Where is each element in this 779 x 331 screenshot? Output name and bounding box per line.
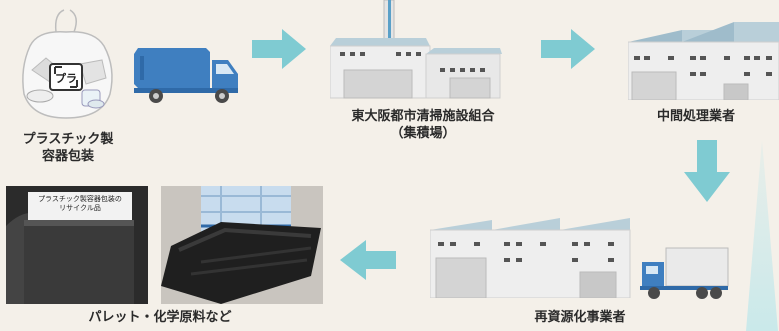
intermediate-label: 中間処理業者 (656, 109, 735, 124)
photo-caption-line2: リサイクル品 (59, 204, 101, 212)
facility-label-line1: 東大阪都市清掃施設組合 (351, 109, 495, 124)
recycler-label: 再資源化事業者 (534, 310, 626, 325)
intermediate-processor-building (628, 22, 779, 100)
recycled-sheet-photo: プラスチック製容器包装の リサイクル品 (6, 186, 148, 304)
bag-label-line2: 容器包装 (41, 149, 94, 164)
plastic-bag-illustration: プラ (10, 8, 122, 120)
delivery-truck-icon (640, 246, 730, 300)
light-beam-decoration (740, 140, 779, 331)
recycler-building (430, 216, 634, 298)
flow-arrow-down (684, 140, 730, 202)
flow-arrow-right-2 (541, 29, 595, 69)
bag-label-line1: プラスチック製 (22, 132, 114, 147)
garbage-truck-icon (132, 40, 242, 104)
cleaning-facility-building (330, 0, 530, 100)
recycled-pallet-photo (161, 186, 323, 304)
products-label: パレット・化学原料など (88, 310, 232, 325)
facility-label: 東大阪都市清掃施設組合 （集積場） (318, 108, 528, 142)
flow-arrow-left (340, 240, 396, 280)
pla-mark-text: プラ (55, 71, 77, 85)
facility-label-line2: （集積場） (390, 126, 456, 141)
photo-caption-line1: プラスチック製容器包装の (38, 195, 122, 203)
bag-label: プラスチック製 容器包装 (2, 131, 134, 165)
flow-arrow-right-1 (252, 29, 306, 69)
